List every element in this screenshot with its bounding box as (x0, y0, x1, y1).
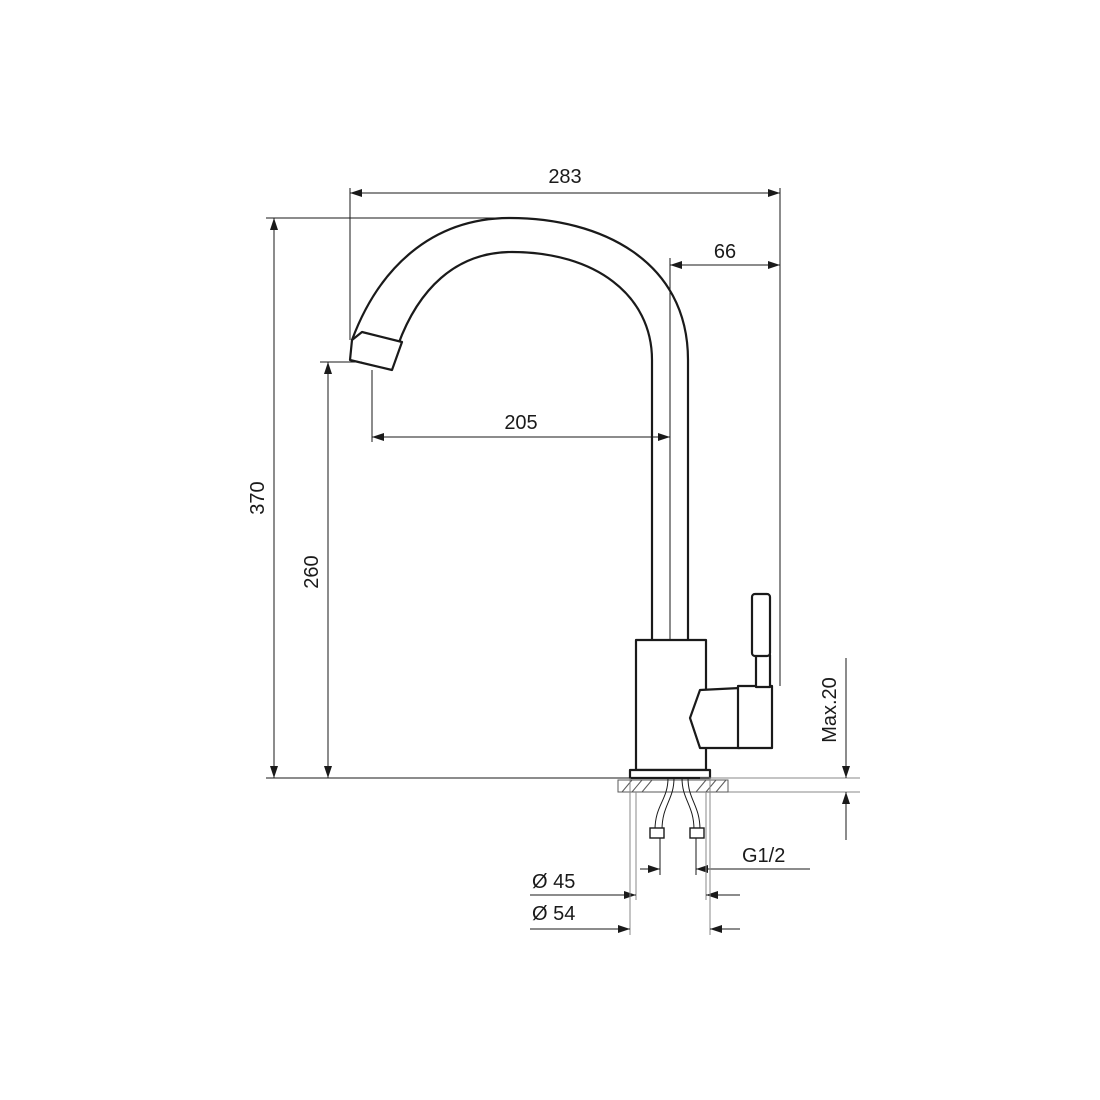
supply-hoses (649, 777, 705, 839)
dimension-overall-height: 370 (247, 217, 636, 779)
dimension-max-thickness: Max.20 (819, 658, 850, 840)
dimension-hole-diameter: Ø 45 (530, 792, 740, 900)
label-overall-width: 283 (548, 166, 581, 188)
dimension-overall-width: 283 (349, 166, 781, 686)
label-hole-diameter: Ø 45 (532, 871, 575, 893)
label-max-thickness: Max.20 (819, 677, 841, 743)
countertop (617, 777, 860, 793)
label-base-diameter: Ø 54 (532, 903, 575, 925)
dimension-spout-reach: 205 (371, 370, 670, 442)
label-overall-height: 370 (247, 481, 269, 514)
faucet-handle (688, 592, 774, 750)
label-spout-height: 260 (301, 555, 323, 588)
dimension-spout-height: 260 (301, 361, 362, 778)
dimension-base-diameter: Ø 54 (530, 778, 740, 935)
label-handle-offset: 66 (714, 241, 736, 263)
faucet-spout (348, 216, 690, 640)
dimension-thread: G1/2 (640, 838, 810, 875)
dimension-handle-offset: 66 (669, 241, 780, 640)
label-spout-reach: 205 (504, 412, 537, 434)
label-thread: G1/2 (742, 845, 785, 867)
